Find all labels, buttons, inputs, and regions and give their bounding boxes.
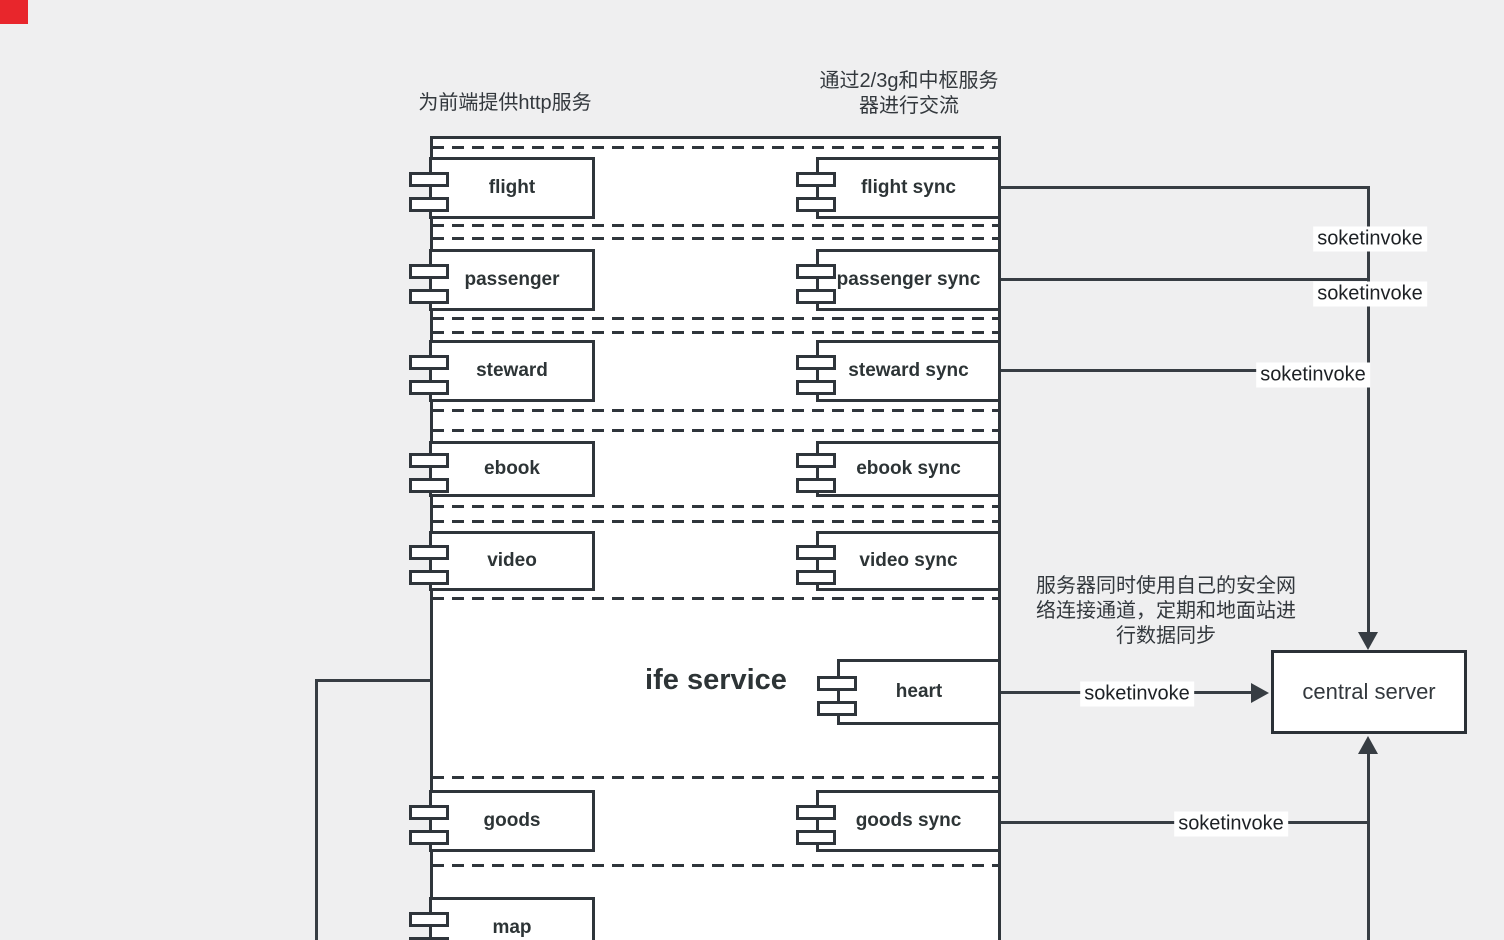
- component-steward[interactable]: steward: [409, 340, 595, 402]
- component-port-icon: [796, 570, 836, 585]
- dashed-separator: [432, 429, 999, 432]
- component-goods[interactable]: goods: [409, 790, 595, 852]
- component-port-icon: [817, 701, 857, 716]
- dashed-separator: [432, 146, 999, 149]
- note-comm-via-23g: 通过2/3g和中枢服务 器进行交流: [819, 70, 999, 117]
- component-port-icon: [409, 264, 449, 279]
- component-label: flight sync: [860, 177, 956, 198]
- component-ebook[interactable]: ebook: [409, 441, 595, 497]
- component-label: ebook: [484, 458, 540, 479]
- component-port-icon: [409, 355, 449, 370]
- component-video-sync[interactable]: video sync: [796, 531, 1001, 591]
- component-label: flight: [488, 177, 536, 198]
- component-label: goods: [483, 810, 541, 831]
- note-frontend-http: 为前端提供http服务: [418, 92, 592, 114]
- component-port-icon: [409, 912, 449, 927]
- dashed-separator: [432, 505, 999, 508]
- dashed-separator: [432, 224, 999, 227]
- component-passenger[interactable]: passenger: [409, 249, 595, 311]
- connection-label-soketinvoke: soketinvoke: [1080, 681, 1194, 707]
- dashed-separator: [432, 331, 999, 334]
- component-port-icon: [409, 545, 449, 560]
- connector-right-lower-vertical: [1367, 754, 1370, 940]
- dashed-separator: [432, 317, 999, 320]
- connector-passenger-sync-line: [1001, 278, 1368, 281]
- component-label: passenger: [464, 269, 560, 290]
- component-label: passenger sync: [836, 269, 981, 290]
- component-port-icon: [796, 289, 836, 304]
- component-port-icon: [409, 830, 449, 845]
- dashed-separator: [432, 776, 999, 779]
- component-port-icon: [796, 355, 836, 370]
- arrowhead-up-icon: [1358, 736, 1378, 754]
- red-corner-marker: [0, 0, 28, 24]
- component-port-icon: [409, 172, 449, 187]
- component-port-icon: [796, 172, 836, 187]
- component-port-icon: [796, 453, 836, 468]
- component-heart[interactable]: heart: [817, 659, 1001, 725]
- component-port-icon: [796, 478, 836, 493]
- component-port-icon: [409, 197, 449, 212]
- component-video[interactable]: video: [409, 531, 595, 591]
- arrowhead-right-icon: [1251, 683, 1269, 703]
- connector-left-horizontal: [315, 679, 430, 682]
- connection-label-soketinvoke: soketinvoke: [1313, 226, 1427, 252]
- connection-label-soketinvoke: soketinvoke: [1256, 362, 1370, 388]
- central-server-label: central server: [1302, 679, 1436, 704]
- component-label: steward sync: [848, 360, 969, 381]
- component-label: video sync: [859, 550, 958, 571]
- component-port-icon: [796, 805, 836, 820]
- component-port-icon: [409, 937, 449, 940]
- component-port-icon: [796, 197, 836, 212]
- ife-service-label: ife service: [645, 664, 787, 696]
- component-label: video: [487, 550, 537, 571]
- component-port-icon: [409, 478, 449, 493]
- component-ebook-sync[interactable]: ebook sync: [796, 441, 1001, 497]
- component-port-icon: [796, 264, 836, 279]
- arrowhead-down-icon: [1358, 632, 1378, 650]
- component-port-icon: [796, 545, 836, 560]
- connector-steward-sync-line: [1001, 369, 1368, 372]
- component-port-icon: [409, 805, 449, 820]
- component-label: heart: [895, 681, 943, 702]
- component-port-icon: [796, 380, 836, 395]
- connector-right-upper-vertical: [1367, 186, 1370, 632]
- dashed-separator: [432, 864, 999, 867]
- component-label: steward: [476, 360, 548, 381]
- connector-left-vertical: [315, 679, 318, 940]
- component-flight-sync[interactable]: flight sync: [796, 157, 1001, 219]
- component-port-icon: [409, 289, 449, 304]
- dashed-separator: [432, 597, 999, 600]
- component-port-icon: [796, 830, 836, 845]
- component-flight[interactable]: flight: [409, 157, 595, 219]
- connector-flight-sync-line: [1001, 186, 1368, 189]
- component-port-icon: [409, 570, 449, 585]
- component-label: ebook sync: [856, 458, 961, 479]
- connection-label-soketinvoke: soketinvoke: [1313, 281, 1427, 307]
- component-port-icon: [817, 676, 857, 691]
- dashed-separator: [432, 520, 999, 523]
- component-steward-sync[interactable]: steward sync: [796, 340, 1001, 402]
- component-label: goods sync: [855, 810, 962, 831]
- component-goods-sync[interactable]: goods sync: [796, 790, 1001, 852]
- component-passenger-sync[interactable]: passenger sync: [796, 249, 1001, 311]
- dashed-separator: [432, 237, 999, 240]
- component-label: map: [492, 917, 532, 938]
- component-port-icon: [409, 453, 449, 468]
- note-secure-sync: 服务器同时使用自己的安全网 络连接通道，定期和地面站进 行数据同步: [1036, 575, 1296, 647]
- dashed-separator: [432, 409, 999, 412]
- connection-label-soketinvoke: soketinvoke: [1174, 811, 1288, 837]
- component-map[interactable]: map: [409, 897, 595, 940]
- central-server-node[interactable]: central server: [1271, 650, 1467, 734]
- component-port-icon: [409, 380, 449, 395]
